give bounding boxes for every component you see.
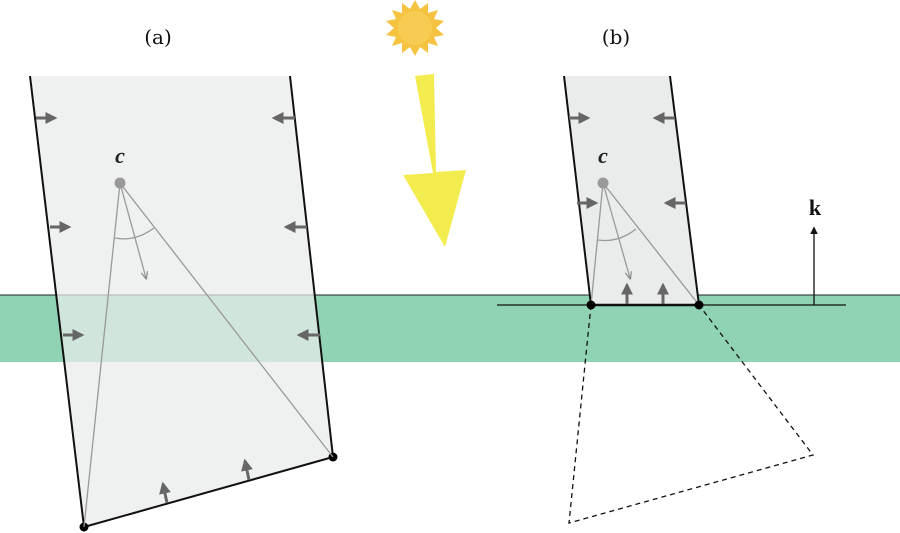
center-label-a: c: [115, 143, 125, 168]
body-b-edge-left: [563, 75, 592, 306]
vertex-b-left: [586, 300, 596, 310]
line-c-to-vertex-left-b: [590, 182, 604, 306]
sunlight-arrow-shape: [403, 74, 466, 247]
line-c-to-vertex-right: [119, 182, 334, 458]
bisector-arrow-a: [119, 182, 146, 278]
pressure-arrow-a-b1: [159, 481, 171, 504]
center-point-a: [114, 177, 126, 189]
body-a-edge-bottom: [83, 456, 334, 528]
dashed-submerged-outline: [568, 304, 815, 524]
panel-b: (b) c k: [497, 25, 846, 524]
body-b-edge-right: [669, 75, 700, 306]
center-point-b: [597, 177, 609, 189]
bisector-arrow-b: [602, 182, 630, 278]
body-a-edge-left: [29, 75, 85, 528]
panel-a-label: (a): [144, 25, 172, 49]
sunlight-arrow-icon: [403, 74, 466, 247]
vertex-b-right: [694, 300, 704, 310]
sun-core: [398, 11, 432, 45]
angle-arc-b: [597, 228, 637, 242]
center-label-b: c: [598, 143, 608, 168]
panel-a: (a) c: [29, 25, 338, 532]
body-a-edge-right: [289, 75, 334, 458]
normal-label-k: k: [809, 195, 822, 220]
panel-b-label: (b): [602, 25, 630, 49]
line-c-to-vertex-left: [83, 182, 121, 528]
sun-icon: [386, 0, 444, 56]
floating-body-a: [30, 76, 333, 527]
line-c-to-vertex-right-b: [602, 182, 700, 306]
pressure-arrow-a-b2: [241, 458, 253, 481]
floating-body-b: [564, 76, 699, 305]
